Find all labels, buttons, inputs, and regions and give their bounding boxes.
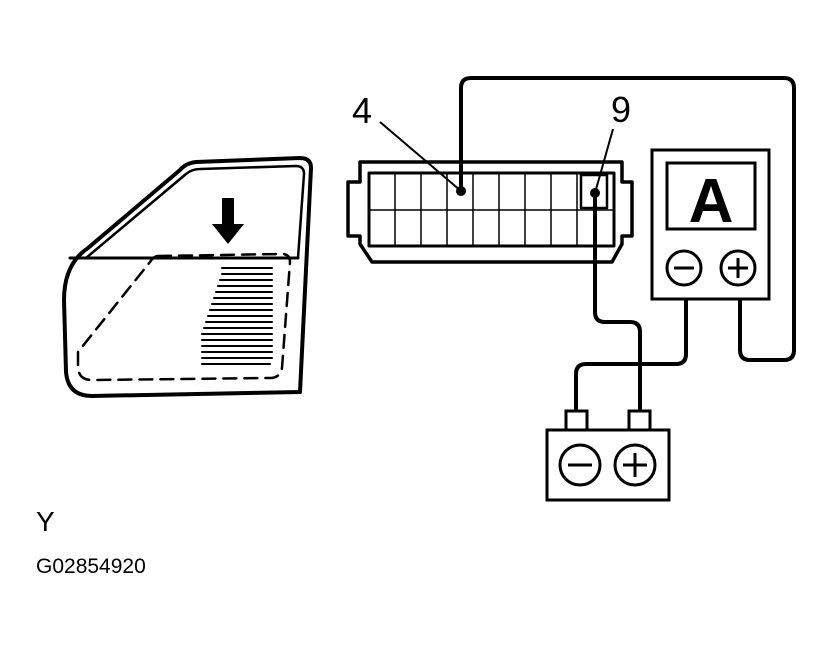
car-door (62, 156, 313, 398)
door-window-frame-inner (84, 164, 306, 260)
wire-terminal4-to-meter-positive (459, 76, 796, 362)
meter-positive-terminal (719, 249, 757, 287)
wires (459, 76, 796, 414)
meter-negative-terminal (665, 249, 703, 287)
battery-negative-terminal (558, 443, 602, 487)
figure-caption: Y (36, 506, 55, 537)
connector-pin-grid (369, 173, 614, 246)
callout-label-9: 9 (611, 89, 631, 130)
battery-negative-post (564, 409, 589, 433)
ammeter: A (650, 148, 771, 301)
battery-positive-terminal (613, 443, 657, 487)
meter-display (665, 161, 757, 231)
meter-display-letter: A (689, 167, 734, 236)
battery-positive-post (627, 409, 652, 433)
window-glass-dashed (76, 252, 292, 382)
callout-label-4: 4 (352, 90, 372, 131)
window-lowered-hatching (201, 267, 273, 365)
callout-leader-9 (594, 128, 614, 194)
plus-icon (728, 258, 748, 278)
wire-battery-negative-to-meter-negative (574, 283, 688, 414)
wire-terminal9-to-battery-positive (593, 191, 642, 414)
figure-id: G02854920 (36, 555, 146, 578)
connector-housing (346, 160, 634, 264)
connector (346, 160, 634, 264)
door-outline (62, 156, 313, 398)
battery (545, 409, 671, 502)
down-arrow-icon (212, 198, 244, 244)
callout-leader-4 (379, 121, 462, 192)
plus-icon (623, 453, 647, 477)
